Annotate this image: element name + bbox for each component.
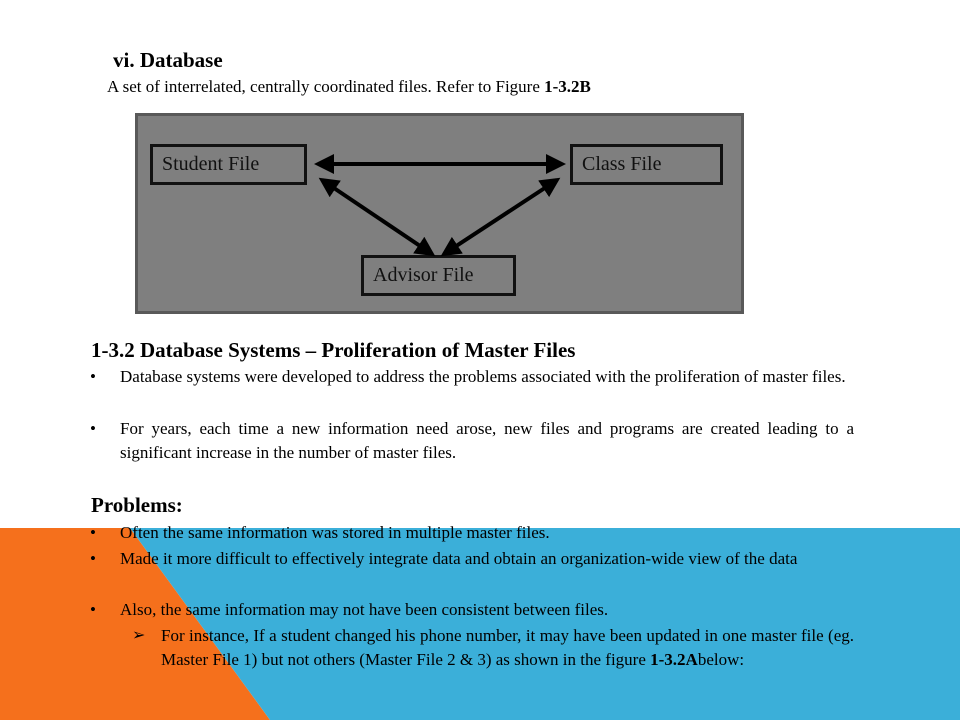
sub-bullet-figure-ref: 1-3.2A: [650, 650, 698, 669]
problems-title: Problems:: [91, 493, 183, 517]
blue-background-shape: [130, 528, 960, 720]
student-file-label: Student File: [162, 153, 260, 175]
intro-sentence: A set of interrelated, centrally coordin…: [107, 77, 545, 96]
problems-bullet-2: Made it more difficult to effectively in…: [120, 549, 798, 568]
advisor-file-box: Advisor File: [361, 255, 516, 296]
class-file-label: Class File: [582, 153, 662, 175]
bullet-marker: •: [90, 419, 96, 438]
problems-bullet-3: Also, the same information may not have …: [120, 600, 609, 619]
heading-title: Database: [139, 48, 223, 72]
class-file-box: Class File: [570, 144, 723, 185]
section-bullet-1: Database systems were developed to addre…: [120, 367, 846, 386]
bullet-marker: •: [90, 523, 96, 542]
sub-bullet-text: For instance, If a student changed his p…: [161, 626, 854, 669]
bullet-marker: •: [90, 600, 96, 619]
problems-sub-bullet: For instance, If a student changed his p…: [161, 624, 854, 672]
advisor-file-label: Advisor File: [373, 264, 474, 286]
intro-text: A set of interrelated, centrally coordin…: [107, 77, 591, 97]
heading-number: vi.: [113, 48, 135, 72]
student-file-box: Student File: [150, 144, 307, 185]
heading-database: vi. Database: [113, 48, 223, 73]
bullet-marker: •: [90, 549, 96, 568]
intro-figure-ref: 1-3.2B: [544, 77, 591, 96]
arrow-bullet-icon: ➢: [132, 627, 146, 644]
sub-bullet-tail: below:: [697, 650, 745, 669]
section-bullet-2: For years, each time a new information n…: [120, 419, 854, 462]
bullet-marker: •: [90, 367, 96, 386]
problems-bullet-1: Often the same information was stored in…: [120, 523, 550, 542]
section-title: 1-3.2 Database Systems – Proliferation o…: [91, 338, 576, 362]
